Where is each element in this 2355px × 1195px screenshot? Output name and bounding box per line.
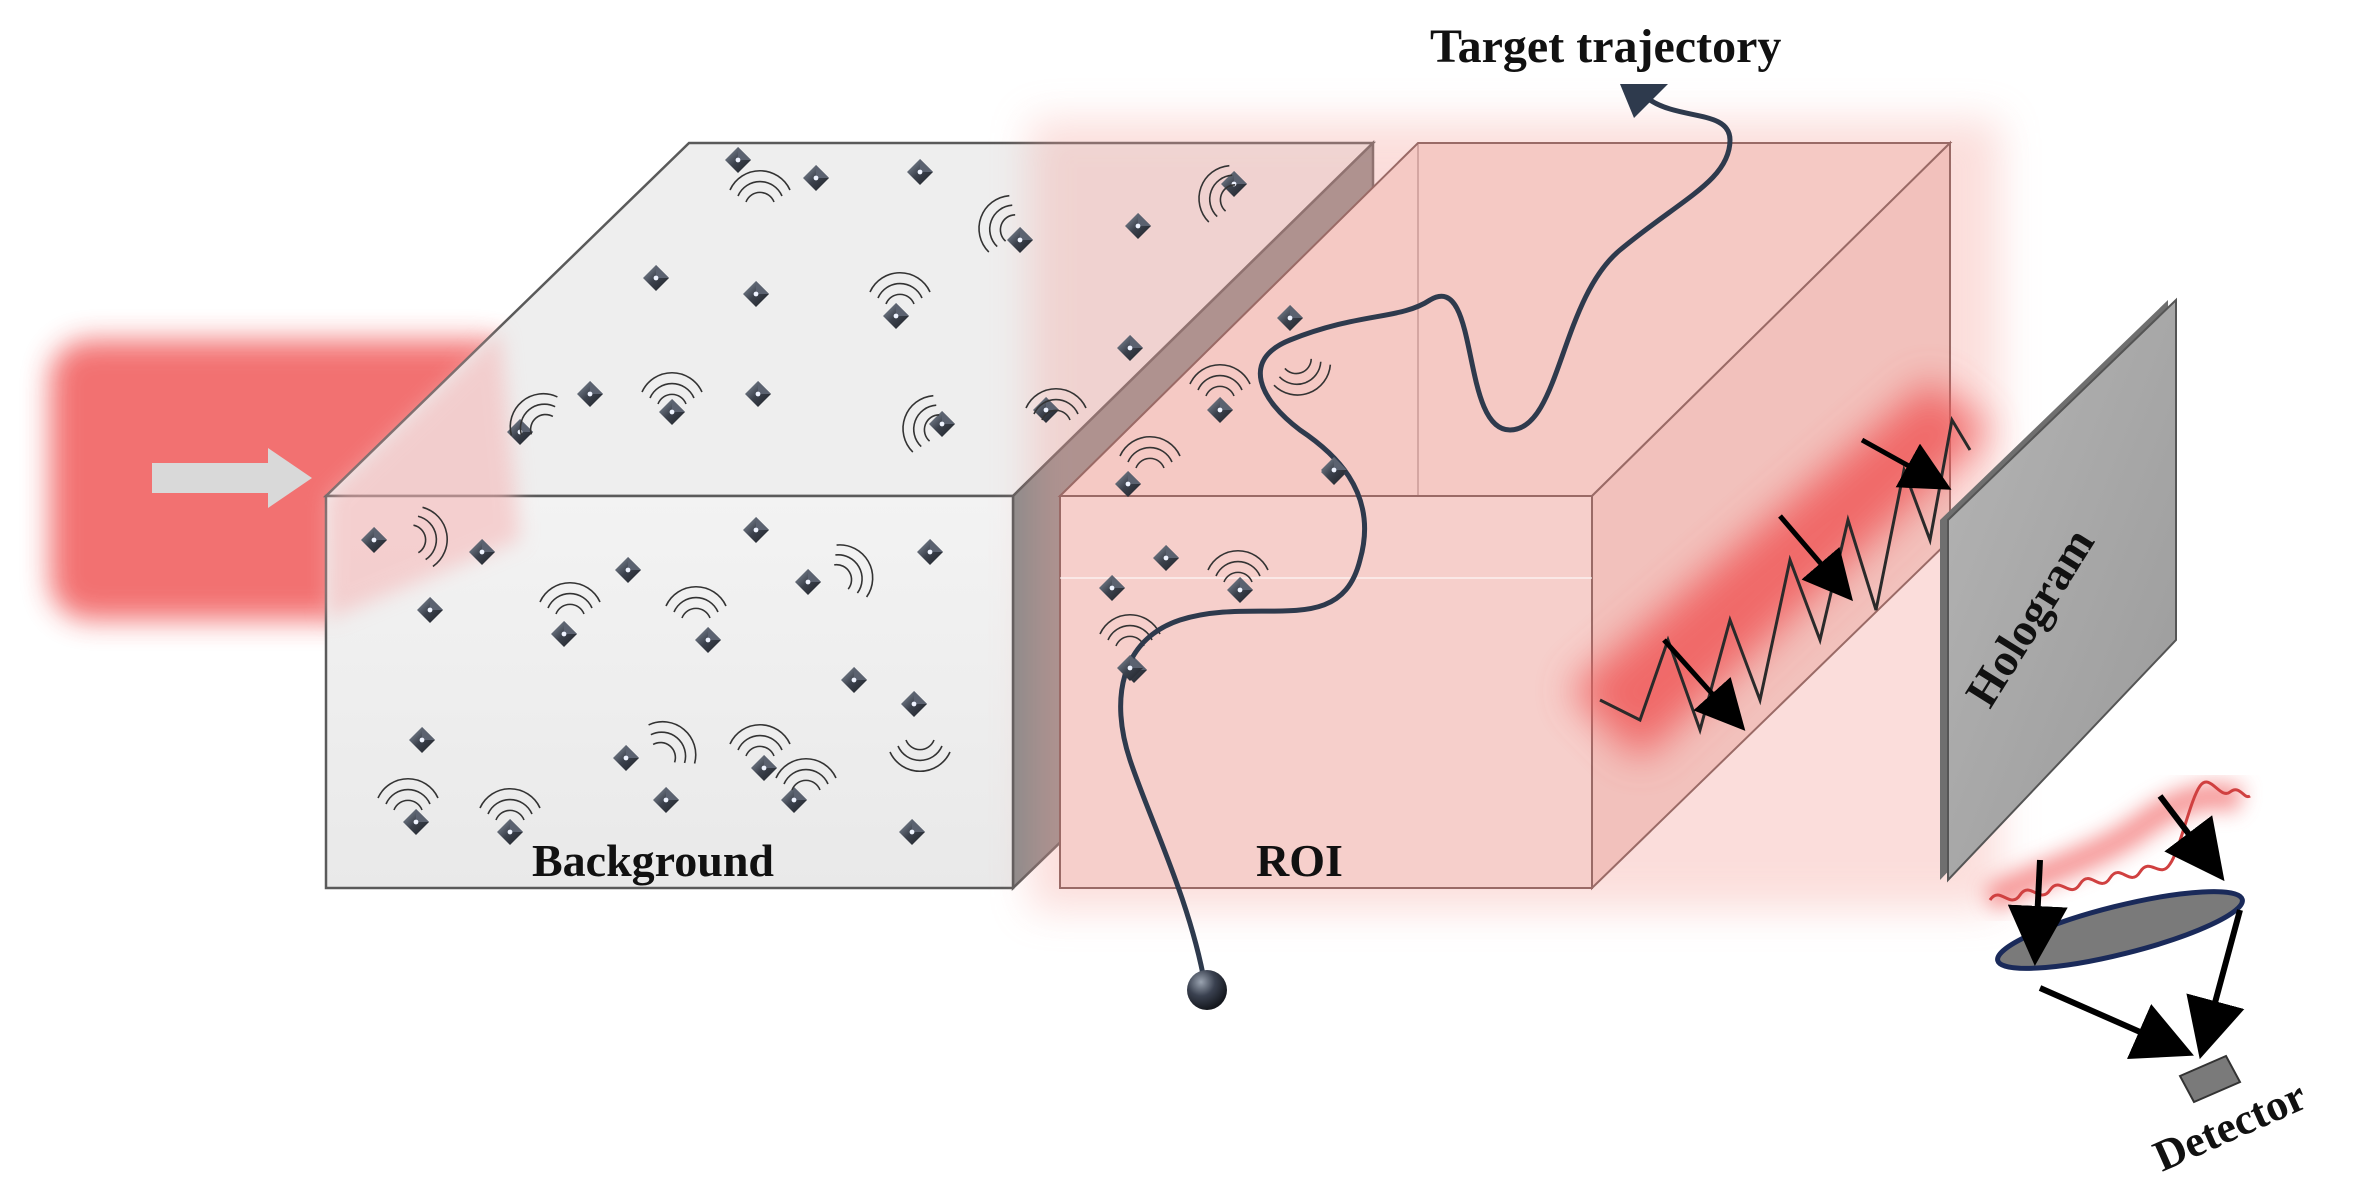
reconstruction-glow [1983,783,2245,912]
scatter-arrows [1662,437,1952,731]
trajectory-arrowhead-icon [1620,84,1668,118]
input-arrow-icon [152,448,312,508]
roi-label: ROI [1256,835,1343,886]
target-trajectory-label: Target trajectory [1430,20,1781,73]
reconstruction-arrows [2007,794,2245,1060]
detector-icon [2178,1054,2242,1104]
background-label: Background [532,835,774,886]
target-ball-icon [1187,970,1227,1010]
scattered-beam-glow [1570,380,1990,760]
target-trajectory [1117,84,1733,1010]
hologram-plate [1940,297,2177,883]
